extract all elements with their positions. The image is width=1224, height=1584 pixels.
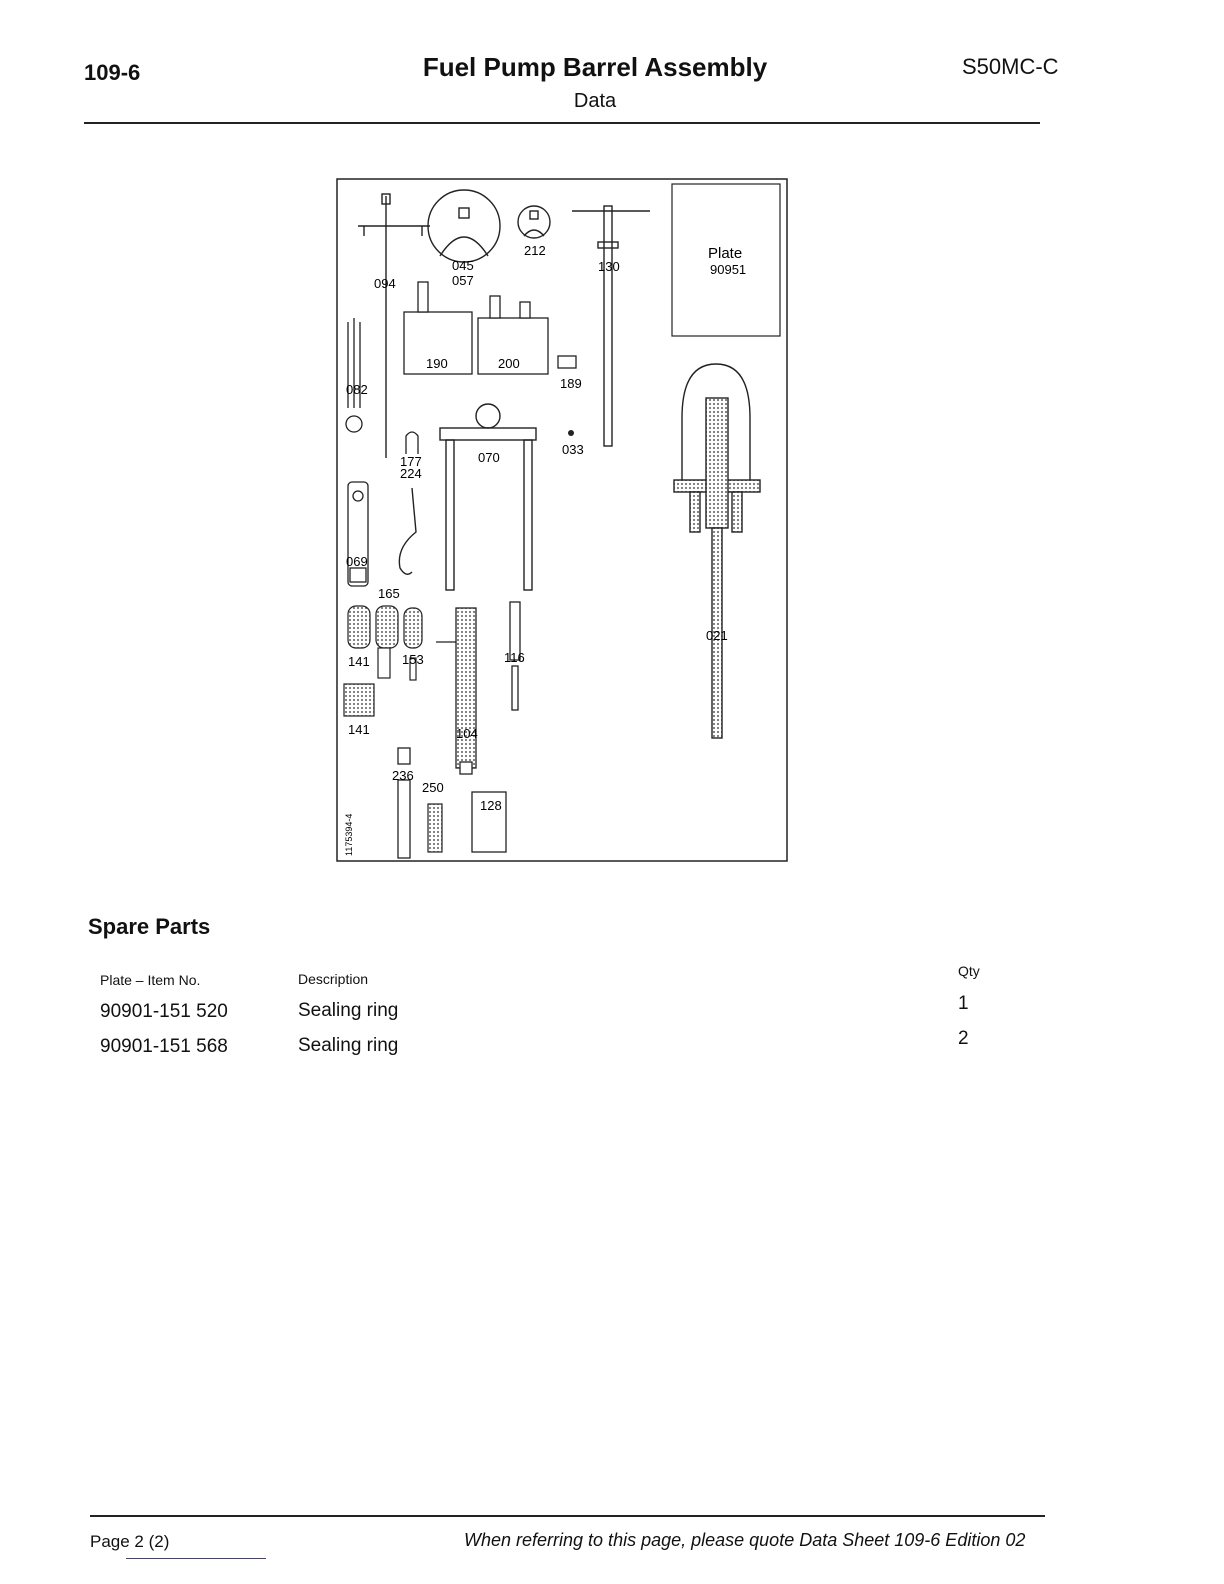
page-subtitle: Data [573,90,617,112]
column-item-number: Plate – Item No. [100,972,201,988]
plate-box [671,183,781,337]
label-094: 094 [374,276,396,291]
spare-parts-title: Spare Parts [88,914,211,939]
label-177: 177 [400,454,422,469]
label-116: 116 [504,650,525,665]
row-2-description: Sealing ring [298,1035,399,1056]
extractor-021 [673,363,761,739]
row-2-item: 90901-151 568 [100,1036,228,1057]
header-divider [84,122,1040,124]
footer-divider [90,1515,1045,1517]
data-sheet-reference: When referring to this page, please quot… [464,1530,1026,1550]
label-250: 250 [422,780,444,795]
label-021: 021 [706,628,728,643]
tool-250 [427,803,443,853]
label-236: 236 [392,768,414,783]
label-153: 153 [402,652,424,667]
label-082: 082 [346,382,368,397]
section-number: 109-6 [84,60,141,85]
column-description: Description [298,971,369,987]
label-212: 212 [524,243,546,258]
gauge-box-200 [477,295,549,375]
tool-033 [568,430,574,436]
tool-plate-diagram: Plate 90951 094 045 057 212 130 190 [336,178,788,862]
sockets-141-153 [347,605,423,681]
label-141a: 141 [348,654,370,669]
ring-spanner-045 [427,189,501,263]
tool-082 [345,318,363,433]
tool-069 [347,481,369,587]
tool-116 [509,601,521,711]
label-033: 033 [562,442,584,457]
torque-wrench-104 [436,607,477,775]
socket-141b [343,683,375,717]
plate-number: 90951 [710,262,746,277]
row-1-qty: 1 [958,993,969,1014]
drawing-number: 1175394-4 [344,814,354,856]
label-069: 069 [346,554,368,569]
gauge-box-190 [403,281,473,375]
page-number: Page 2 (2) [90,1532,170,1551]
tool-189 [557,355,577,369]
label-141b: 141 [348,722,370,737]
hook-spanner-165 [398,487,417,575]
engine-model: S50MC-C [962,54,1059,79]
tool-177 [405,431,419,454]
label-128: 128 [480,798,502,813]
page-title: Fuel Pump Barrel Assembly [422,52,768,82]
lifting-frame-070 [439,403,537,591]
label-070: 070 [478,450,500,465]
spanner-212 [517,205,551,239]
label-224: 224 [400,466,422,481]
tool-236 [397,747,411,859]
row-1-description: Sealing ring [298,1000,399,1021]
label-130: 130 [598,259,620,274]
label-190: 190 [426,356,448,371]
tool-128 [471,791,507,853]
label-045: 045 [452,258,474,273]
label-165: 165 [378,586,400,601]
puller-tool-094 [358,193,430,458]
t-bar-130 [572,205,650,447]
row-1-item: 90901-151 520 [100,1001,228,1022]
label-057: 057 [452,273,474,288]
plate-label: Plate [708,245,742,262]
label-189: 189 [560,376,582,391]
footer-underline [126,1558,266,1559]
label-200: 200 [498,356,520,371]
row-2-qty: 2 [958,1028,969,1049]
label-104: 104 [456,726,478,741]
column-qty: Qty [958,963,980,979]
